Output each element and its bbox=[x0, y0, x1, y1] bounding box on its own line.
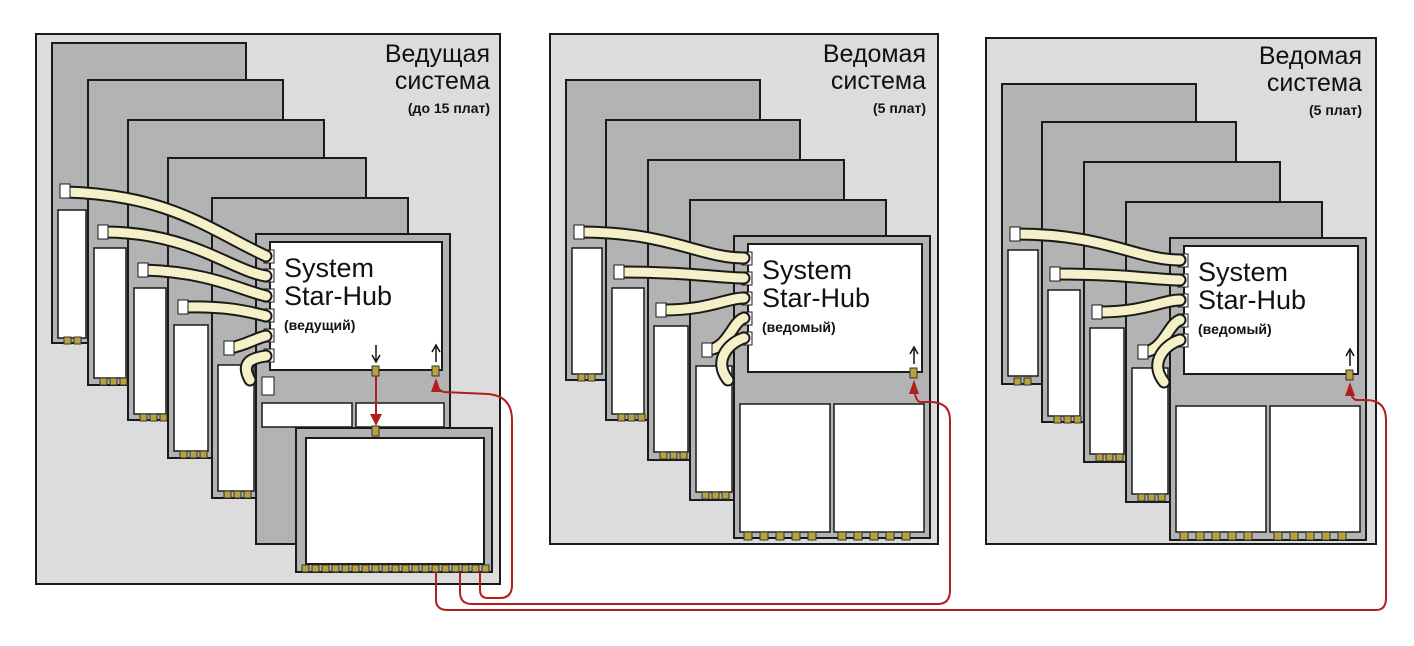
front-board-sync-connector bbox=[371, 425, 380, 437]
master-front-board bbox=[295, 425, 493, 573]
slave-2-sync-in-connector bbox=[1345, 369, 1354, 381]
slave-2-hub-line1: System bbox=[1198, 257, 1288, 287]
sync-cable-to-slave-2 bbox=[435, 383, 1387, 611]
master-hub-line2: Star-Hub bbox=[284, 281, 392, 311]
slave-1-sync-in-connector bbox=[909, 367, 918, 379]
slave-1-hub-role: (ведомый) bbox=[762, 319, 836, 335]
master-system: Ведущая система (до 15 плат) System Star… bbox=[35, 33, 501, 585]
slave-2-title-line1: Ведомая bbox=[1259, 42, 1362, 70]
slave-system-2: Ведомая система (5 плат) System Star-Hub… bbox=[985, 37, 1377, 545]
slave-2-cables bbox=[1009, 227, 1187, 389]
master-cables bbox=[59, 185, 273, 387]
slave-system-1: Ведомая система (5 плат) System Star-Hub… bbox=[549, 33, 939, 545]
sync-cables bbox=[435, 379, 1387, 611]
slave-2-hub-board bbox=[1169, 237, 1367, 541]
slave-1-hub-module bbox=[747, 243, 923, 373]
slave-2-subtitle: (5 плат) bbox=[1309, 102, 1362, 118]
master-sync-in-connector bbox=[431, 365, 440, 377]
slave-1-hub-line1: System bbox=[762, 255, 852, 285]
sync-cable-to-slave-1 bbox=[459, 381, 951, 605]
slave-2-hub-module bbox=[1183, 245, 1359, 375]
slave-1-hub-board bbox=[733, 235, 931, 541]
master-subtitle: (до 15 плат) bbox=[408, 100, 490, 116]
slave-2-hub-role: (ведомый) bbox=[1198, 321, 1272, 337]
slave-1-hub-line2: Star-Hub bbox=[762, 283, 870, 313]
master-hub-role: (ведущий) bbox=[284, 317, 355, 333]
master-title-line1: Ведущая bbox=[385, 40, 490, 68]
slave-1-title-line2: система bbox=[831, 67, 926, 95]
master-title-line2: система bbox=[395, 67, 490, 95]
slave-2-title-line2: система bbox=[1267, 69, 1362, 97]
slave-1-title-line1: Ведомая bbox=[823, 40, 926, 68]
slave-1-subtitle: (5 плат) bbox=[873, 100, 926, 116]
master-hub-module bbox=[269, 241, 443, 371]
master-hub-line1: System bbox=[284, 253, 374, 283]
sync-cable-master-loop bbox=[435, 379, 513, 599]
slave-2-hub-line2: Star-Hub bbox=[1198, 285, 1306, 315]
slave-1-cables bbox=[573, 225, 751, 387]
master-sync-out-connector bbox=[371, 365, 380, 377]
